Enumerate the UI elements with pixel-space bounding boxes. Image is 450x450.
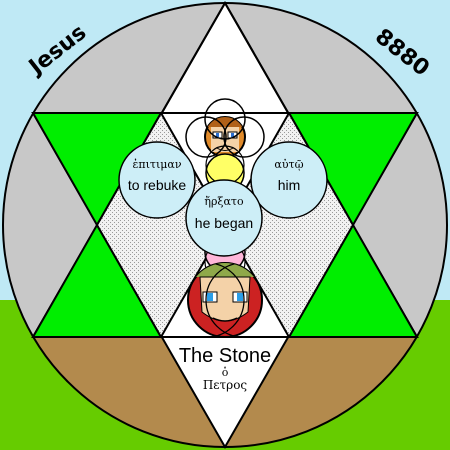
bottom-article: ὁ <box>222 366 229 379</box>
bottom-greek: Πετρος <box>203 378 248 392</box>
right-circle-english: him <box>278 177 301 193</box>
right-word-circle <box>250 141 328 219</box>
left-circle-greek: ἐπιτιμαν <box>132 158 181 171</box>
bottom-face-figure <box>187 262 263 338</box>
center-circle-greek: ἤρξατο <box>204 195 244 208</box>
bottom-title: The Stone <box>179 345 271 367</box>
left-circle-english: to rebuke <box>128 177 187 193</box>
left-word-circle <box>118 141 196 219</box>
center-circle-english: he began <box>195 215 253 231</box>
right-circle-greek: αὐτῷ <box>274 158 303 171</box>
center-word-circle <box>185 179 263 257</box>
